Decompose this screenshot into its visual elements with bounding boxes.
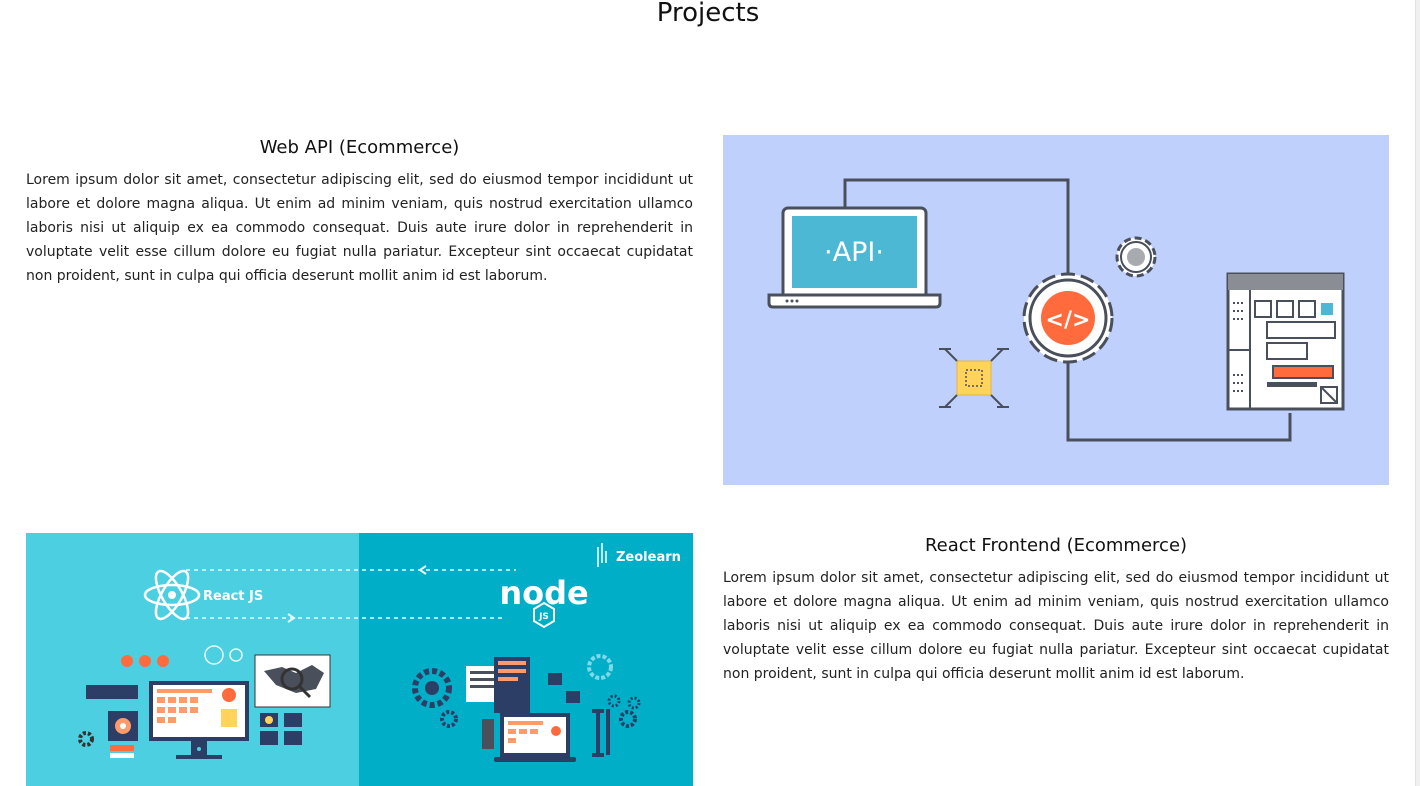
gear-icon: </> xyxy=(1022,272,1114,364)
dev-tools-illustration-right xyxy=(412,654,641,762)
page-title: Projects xyxy=(656,0,760,28)
project-image-web-api: ·API· </> xyxy=(723,135,1389,485)
chip-icon xyxy=(939,348,1009,408)
zeolearn-logo-icon xyxy=(597,543,607,567)
api-screen-label: ·API· xyxy=(824,237,884,268)
scrollbar[interactable] xyxy=(1415,0,1420,786)
project-title-web-api: Web API (Ecommerce) xyxy=(259,137,460,158)
dashboard-illustration-left xyxy=(78,645,331,759)
svg-text:</>: </> xyxy=(1046,308,1091,333)
project-title-react-frontend: React Frontend (Ecommerce) xyxy=(924,535,1188,556)
nodejs-hexagon-icon: JS xyxy=(533,601,555,629)
laptop-icon: ·API· xyxy=(767,206,942,309)
browser-window-icon xyxy=(1226,272,1345,411)
react-label: React JS xyxy=(203,589,263,604)
project-description-web-api: Lorem ipsum dolor sit amet, consectetur … xyxy=(26,172,693,284)
project-image-react-frontend: React JS node JS Zeolearn xyxy=(26,533,693,786)
project-description-react-frontend: Lorem ipsum dolor sit amet, consectetur … xyxy=(723,570,1389,682)
nodejs-badge-label: JS xyxy=(538,612,549,622)
node-logo-label: node xyxy=(499,574,588,612)
zeolearn-brand: Zeolearn xyxy=(616,550,681,565)
small-gear-icon xyxy=(1115,236,1157,278)
react-logo-icon xyxy=(143,569,201,621)
